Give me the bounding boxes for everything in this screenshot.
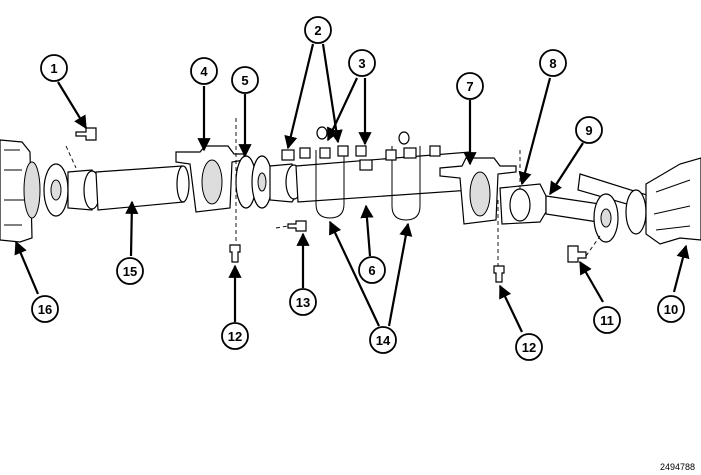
svg-text:2: 2: [314, 23, 321, 38]
callout-11: 11: [593, 306, 621, 334]
svg-text:11: 11: [600, 313, 614, 328]
callout-3: 3: [348, 49, 376, 77]
svg-text:1: 1: [50, 61, 57, 76]
callout-10: 10: [657, 295, 685, 323]
svg-text:12: 12: [522, 340, 536, 355]
leader-lines: [14, 43, 690, 333]
bolts-and-nuts: [281, 126, 441, 171]
callout-8: 8: [539, 49, 567, 77]
svg-text:7: 7: [466, 79, 473, 94]
rear-flange: [593, 189, 647, 243]
alignment-lines: [65, 118, 601, 266]
svg-text:4: 4: [200, 64, 208, 79]
svg-text:10: 10: [664, 302, 678, 317]
callout-16: 16: [31, 295, 59, 323]
callout-1: 1: [40, 54, 68, 82]
rear-slip-yoke: [499, 183, 547, 225]
callout-13: 13: [289, 288, 317, 316]
svg-text:6: 6: [368, 263, 375, 278]
callout-7: 7: [456, 72, 484, 100]
loose-bolts: [75, 127, 587, 283]
front-flange-yoke: [43, 163, 101, 217]
svg-text:16: 16: [38, 302, 52, 317]
svg-text:5: 5: [241, 73, 248, 88]
svg-text:15: 15: [123, 264, 137, 279]
transmission-housing: [0, 139, 41, 243]
front-center-bearing: [175, 145, 245, 213]
svg-text:9: 9: [585, 123, 592, 138]
callout-12-right: 12: [515, 333, 543, 361]
figure-id: 2494788: [659, 462, 695, 472]
svg-text:14: 14: [376, 333, 391, 348]
callout-12-left: 12: [221, 322, 249, 350]
callout-4: 4: [190, 57, 218, 85]
callout-14: 14: [369, 326, 397, 354]
callout-2: 2: [304, 16, 332, 44]
rear-axle-housing: [645, 157, 701, 245]
callout-5: 5: [231, 66, 259, 94]
svg-text:13: 13: [296, 295, 310, 310]
callout-9: 9: [575, 116, 603, 144]
flange-coupling: [235, 155, 303, 209]
callout-6: 6: [358, 256, 386, 284]
u-bolts: [315, 146, 421, 221]
front-propeller-shaft: [95, 165, 190, 211]
svg-text:8: 8: [549, 56, 556, 71]
svg-text:3: 3: [358, 56, 365, 71]
svg-text:12: 12: [228, 329, 242, 344]
callout-15: 15: [116, 257, 144, 285]
rear-center-bearing: [439, 157, 517, 225]
